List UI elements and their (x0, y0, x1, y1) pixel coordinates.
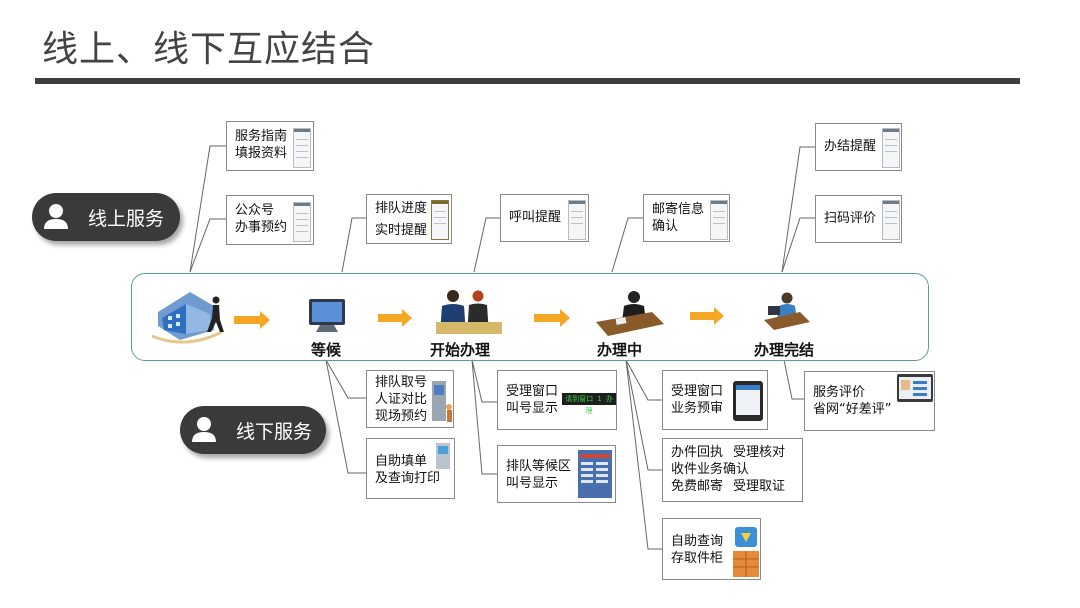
card-window-review: 受理窗口业务预审 (662, 370, 768, 430)
card-mail-info: 邮寄信息确认 (643, 194, 730, 242)
user-icon (184, 410, 224, 450)
card-text: 服务指南 (235, 129, 288, 144)
card-text: 排队进度 (375, 201, 428, 216)
card-text: 公众号 (235, 203, 275, 218)
service-desk-icon (764, 292, 810, 330)
card-window-display: 受理窗口叫号显示 请到窗口 1 办理 (497, 370, 617, 430)
card-text: 邮寄信息 (652, 202, 705, 217)
card-text: 免费邮寄 (671, 479, 724, 494)
phone-icon (568, 200, 586, 240)
queue-screen-icon (578, 450, 612, 498)
rating-screen-icon (897, 374, 933, 402)
flow-arrows (234, 307, 724, 329)
card-text: 受理窗口 (506, 384, 559, 399)
card-text: 呼叫提醒 (509, 210, 562, 225)
kiosk-icon (436, 443, 450, 469)
card-self-fill-print: 自助填单及查询打印 (366, 438, 455, 499)
card-text: 及查询打印 (375, 471, 441, 486)
card-text: 受理核对 (733, 445, 786, 460)
phone-icon (882, 128, 900, 168)
kiosk-icon (432, 381, 452, 422)
card-text: 扫码评价 (824, 211, 877, 226)
card-ticket-kiosk: 排队取号人证对比现场预约 (366, 370, 454, 428)
card-text: 自助填单 (375, 454, 428, 469)
card-queue-progress: 排队进度实时提醒 (366, 194, 452, 244)
card-receipt-mailing: 办件回执受理核对 收件业务确认 免费邮寄受理取证 (662, 438, 803, 502)
offline-service-pill: 线下服务 (180, 406, 326, 454)
card-text: 存取件柜 (671, 551, 724, 566)
document-icon (293, 128, 311, 168)
card-service-guide: 服务指南填报资料 (226, 121, 314, 171)
monitor-icon (309, 299, 345, 332)
card-text: 办结提醒 (824, 139, 877, 154)
card-text: 人证对比 (375, 392, 428, 407)
led-ticker-display: 请到窗口 1 办理 (562, 393, 616, 415)
card-text: 排队等候区 (506, 459, 572, 474)
online-service-pill: 线上服务 (32, 193, 180, 241)
card-text: 实时提醒 (375, 223, 428, 238)
phone-icon (431, 200, 449, 240)
user-icon (36, 197, 76, 237)
locker-icon (733, 527, 759, 577)
card-text: 填报资料 (235, 146, 288, 161)
stage-complete: 办理完结 (754, 341, 815, 359)
offline-service-label: 线下服务 (236, 421, 313, 443)
page-title: 线上、线下互应结合 (42, 29, 376, 70)
card-waiting-display: 排队等候区叫号显示 (497, 445, 616, 503)
card-text: 自助查询 (671, 534, 724, 549)
stage-waiting: 等候 (311, 341, 342, 359)
card-text: 省网“好差评” (813, 402, 892, 417)
walking-person-icon (207, 296, 224, 332)
stage-start: 开始办理 (430, 341, 491, 359)
card-text: 受理取证 (733, 479, 786, 494)
card-wechat-booking: 公众号办事预约 (226, 195, 314, 245)
card-completion-reminder: 办结提醒 (815, 123, 902, 171)
card-text: 叫号显示 (506, 401, 559, 416)
card-text: 业务预审 (671, 401, 724, 416)
title-divider (35, 78, 1020, 84)
card-text: 排队取号 (375, 375, 428, 390)
card-text: 收件业务确认 (671, 462, 750, 477)
card-text: 办件回执 (671, 445, 724, 460)
card-text: 办事预约 (235, 220, 288, 235)
stage-processing: 办理中 (597, 341, 643, 359)
card-text: 服务评价 (813, 385, 866, 400)
card-scan-rating: 扫码评价 (815, 195, 902, 243)
card-service-rating: 服务评价省网“好差评” (804, 371, 935, 431)
building-icon (151, 292, 223, 344)
online-service-label: 线上服务 (88, 208, 165, 230)
phone-icon (293, 202, 311, 242)
card-text: 叫号显示 (506, 476, 559, 491)
reception-icon (436, 290, 502, 334)
clerk-desk-icon (596, 291, 664, 336)
card-text: 受理窗口 (671, 384, 724, 399)
card-text: 确认 (652, 219, 679, 234)
card-call-reminder: 呼叫提醒 (500, 194, 589, 242)
phone-icon (710, 200, 728, 240)
card-self-locker: 自助查询存取件柜 (662, 518, 761, 580)
tablet-icon (733, 381, 763, 421)
phone-icon (882, 200, 900, 240)
card-text: 现场预约 (375, 409, 428, 424)
